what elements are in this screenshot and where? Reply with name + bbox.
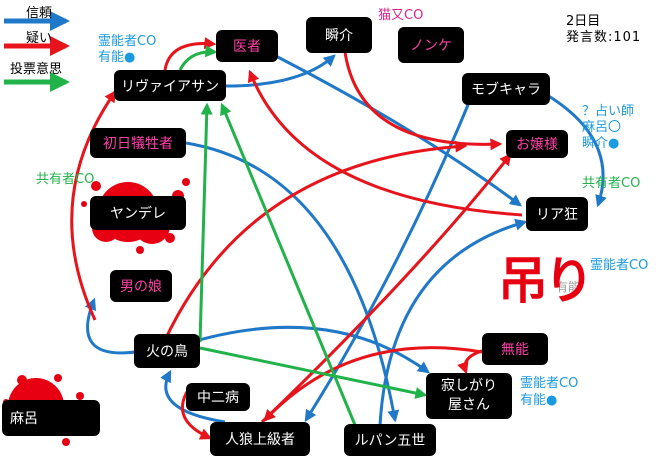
arrow-doubt-chunibyo-hinotori <box>180 389 213 440</box>
arrow-doubt-shunsuke-ojousama <box>343 51 503 151</box>
legend-vote-label: 投票意思 <box>10 62 63 77</box>
arrow-doubt-shonichi-riviaisan <box>70 90 117 321</box>
node-muno[interactable]: 無能 <box>482 333 548 365</box>
node-otokonoko[interactable]: 男の娘 <box>110 270 172 302</box>
annotation-nekomata-co: 猫又CO <box>378 8 424 23</box>
annotation-reinousha-co-3: 霊能者CO <box>520 376 579 391</box>
node-mobukyara[interactable]: モブキャラ <box>462 73 550 105</box>
node-rupan[interactable]: ルパン五世 <box>344 424 436 456</box>
node-chunibyo[interactable]: 中二病 <box>186 383 250 411</box>
arrow-vote-hinotori-sabishigari <box>199 346 428 399</box>
node-shonichi[interactable]: 初日犠牲者 <box>90 128 186 158</box>
node-sabishigari[interactable]: 寂しがり 屋さん <box>426 373 512 419</box>
node-maro[interactable]: 麻呂 <box>2 400 100 436</box>
legend-doubt-label: 疑い <box>26 31 53 46</box>
node-ojousama[interactable]: お嬢様 <box>506 130 568 158</box>
remarks-count: 発言数:101 <box>566 30 642 45</box>
arrow-trust-riviaisan-shunsuke <box>225 54 336 88</box>
arrow-trust-jinrou-chunibyo <box>160 369 226 424</box>
arrow-trust-mobu-riakyou <box>546 93 607 208</box>
annotation-uranaishi: ？占い師 <box>582 104 635 119</box>
arrow-trust-hinotori-sabishigari <box>184 325 430 374</box>
arrow-trust-mobu-jinrou <box>304 99 472 423</box>
annotation-kyouyuusha-co-left: 共有者CO <box>36 172 95 187</box>
arrow-doubt-muno-jinrou <box>263 346 483 422</box>
annotation-yuunou-3: 有能● <box>520 393 558 408</box>
arrow-trust-isha-riakyou <box>267 50 522 207</box>
arrow-vote-hinotori-riviaisan <box>198 102 213 343</box>
legend-trust-label: 信頼 <box>26 6 53 21</box>
annotation-yuunou-1: 有能● <box>98 50 136 65</box>
arrow-doubt-jinrou-ojousama <box>260 153 512 424</box>
annotation-reinousha-co-1: 霊能者CO <box>98 34 157 49</box>
annotation-yuunou-faded: 有能 <box>556 280 581 294</box>
node-shunsuke[interactable]: 瞬介 <box>306 17 372 53</box>
node-jinrou[interactable]: 人狼上級者 <box>210 422 310 456</box>
node-riakyou[interactable]: リア狂 <box>526 197 588 231</box>
annotation-shunsuke-black: 瞬介● <box>582 136 620 151</box>
arrow-trust-hinotori-otokonoko <box>84 297 136 355</box>
arrow-vote-riviaisan-isha <box>178 45 218 71</box>
node-nonke[interactable]: ノンケ <box>398 27 464 63</box>
arrow-doubt-riviaisan-isha <box>163 37 217 71</box>
arrow-vote-rupan-riviaisan <box>220 102 357 426</box>
day-label: 2日目 <box>566 14 601 29</box>
node-yandere[interactable]: ヤンデレ <box>90 196 186 230</box>
annotation-reinousha-co-2: 霊能者CO <box>590 258 649 273</box>
node-riviaisan[interactable]: リヴァイアサン <box>114 70 226 101</box>
arrow-doubt-hinotori-ojousama <box>163 140 468 341</box>
annotation-kyouyuusha-co-right: 共有者CO <box>582 176 641 191</box>
hanged-stamp: 吊り <box>498 252 594 310</box>
annotation-maro-white: 麻呂〇 <box>582 120 622 135</box>
node-isha[interactable]: 医者 <box>216 30 278 62</box>
node-hinotori[interactable]: 火の鳥 <box>134 334 200 368</box>
arrow-trust-shonichi-rupan <box>185 141 400 423</box>
